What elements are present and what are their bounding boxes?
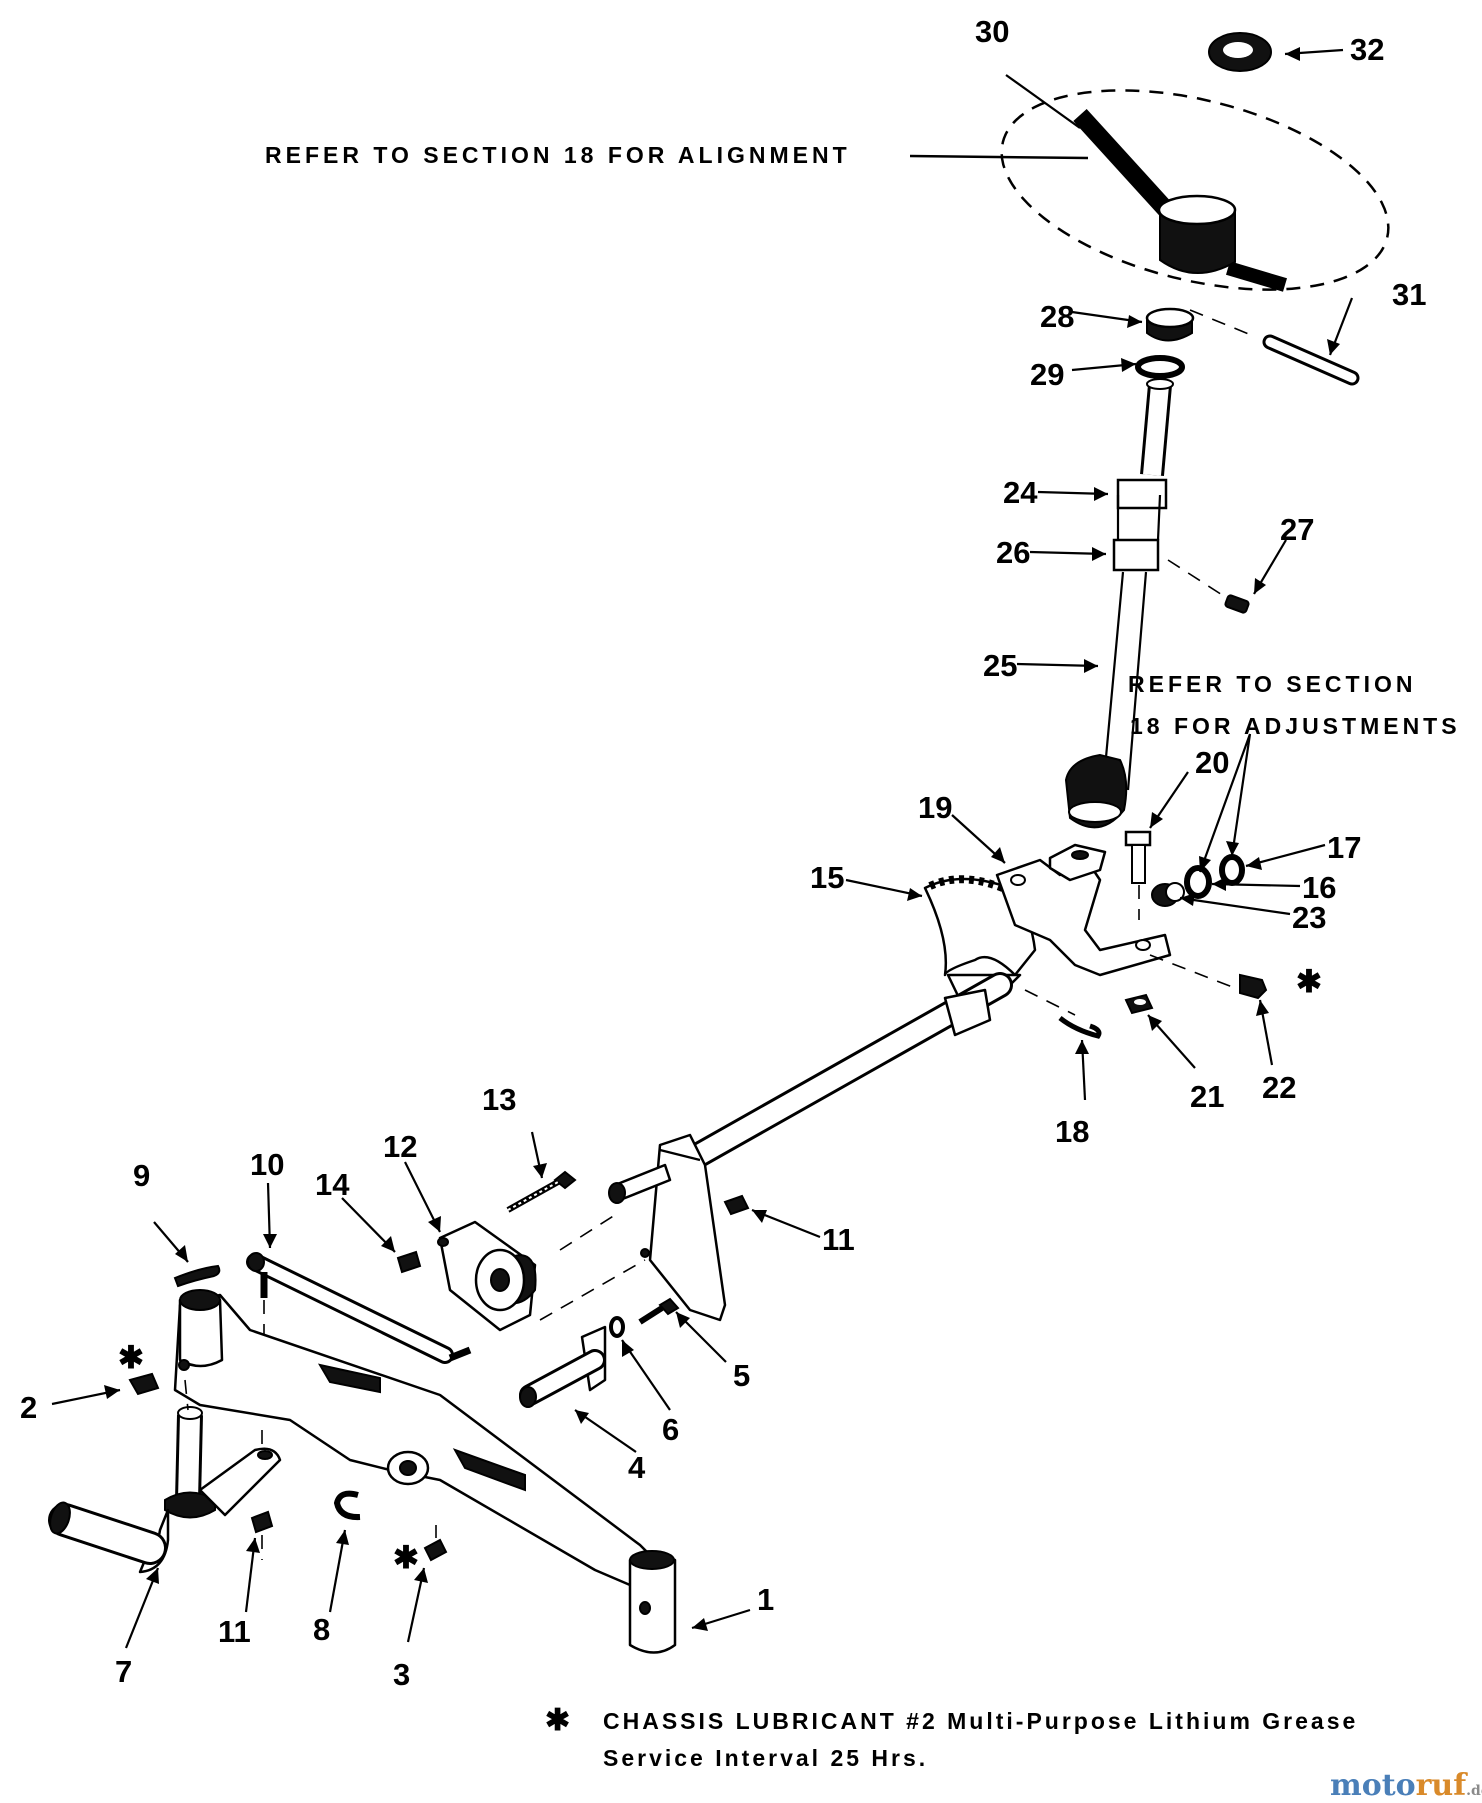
callout-6: 6 (662, 1412, 679, 1447)
drag-link (677, 972, 1076, 1173)
steering-bracket (995, 843, 1172, 977)
footnote-line2-text: Service Interval 25 Hrs. (603, 1745, 929, 1771)
alignment-note: REFER TO SECTION 18 FOR ALIGNMENT (265, 142, 851, 168)
callout-17: 17 (1327, 830, 1361, 865)
callout-10: 10 (250, 1147, 284, 1182)
bolt-20 (1124, 830, 1152, 920)
callout-16: 16 (1302, 870, 1336, 905)
tie-rod (246, 1252, 472, 1364)
adjustment-note-line2: 18 FOR ADJUSTMENTS (1130, 713, 1461, 739)
washer-16 (1184, 865, 1212, 899)
bolt-5 (638, 1297, 680, 1325)
footnote-grease-symbol: ✱ (545, 1704, 571, 1737)
cotter-pin-18 (1058, 1016, 1102, 1039)
washer (1135, 355, 1185, 379)
nut-21 (1124, 993, 1154, 1015)
callout-27: 27 (1280, 512, 1314, 547)
callout-24: 24 (1003, 475, 1038, 510)
callout-22: 22 (1262, 1070, 1296, 1105)
pin-4 (519, 1325, 607, 1408)
bolt-13 (506, 1170, 577, 1213)
cotter-pin-9 (173, 1264, 221, 1288)
callout-31: 31 (1392, 277, 1426, 312)
watermark-part1: moto (1330, 1768, 1416, 1803)
callout-23: 23 (1292, 900, 1326, 935)
callout-11-upper: 11 (822, 1222, 855, 1257)
watermark-part2: ruf (1415, 1768, 1467, 1803)
leader-lines (51, 47, 1354, 1649)
callout-14: 14 (315, 1167, 350, 1202)
grease-symbol-2: ✱ (118, 1340, 144, 1375)
spindle (48, 1379, 282, 1574)
callout-5: 5 (733, 1358, 750, 1393)
steering-shaft (1064, 378, 1231, 829)
callout-7: 7 (115, 1654, 132, 1689)
footnote-line1-text: CHASSIS LUBRICANT #2 Multi-Purpose Lithi… (603, 1708, 1359, 1734)
snap-ring (333, 1490, 361, 1521)
callout-4: 4 (628, 1450, 646, 1485)
callout-18: 18 (1055, 1114, 1089, 1149)
grease-fitting-2 (128, 1372, 160, 1396)
watermark-logo: motoruf.de (1330, 1768, 1482, 1803)
callout-20: 20 (1195, 745, 1229, 780)
nut-11-lower (250, 1510, 274, 1560)
grease-symbol-3: ✱ (393, 1540, 419, 1575)
roll-pin (1189, 309, 1360, 386)
grease-fitting-22 (1149, 954, 1268, 1000)
front-axle (173, 1289, 677, 1654)
callout-13: 13 (482, 1082, 516, 1117)
nut-11-upper (723, 1194, 750, 1216)
callout-19: 19 (918, 790, 952, 825)
callout-25: 25 (983, 648, 1017, 683)
horn-cap (1208, 32, 1272, 72)
callout-15: 15 (810, 860, 844, 895)
washer-6 (609, 1316, 625, 1338)
set-screw (1224, 594, 1250, 614)
grease-symbol-22: ✱ (1296, 964, 1322, 999)
callout-8: 8 (313, 1612, 330, 1647)
spacer-23 (1151, 882, 1185, 907)
callout-3: 3 (393, 1657, 410, 1692)
washer-17 (1219, 854, 1245, 886)
callout-12: 12 (383, 1129, 417, 1164)
grease-fitting-3 (423, 1525, 448, 1562)
pivot-plate (608, 1133, 727, 1322)
callout-30: 30 (975, 14, 1009, 49)
callout-26: 26 (996, 535, 1030, 570)
steering-wheel (999, 88, 1391, 292)
callout-2: 2 (20, 1390, 37, 1425)
adjustment-note-line1: REFER TO SECTION (1128, 671, 1417, 697)
callout-29: 29 (1030, 357, 1064, 392)
callout-11-lower: 11 (218, 1614, 251, 1649)
watermark-suffix: .de (1466, 1783, 1482, 1799)
callout-32: 32 (1350, 32, 1384, 67)
callout-28: 28 (1040, 299, 1074, 334)
callout-21: 21 (1190, 1079, 1224, 1114)
bushing (1145, 307, 1195, 342)
nut-14 (396, 1250, 422, 1274)
flange-bearing (437, 1214, 646, 1332)
callout-9: 9 (133, 1158, 150, 1193)
callout-1: 1 (757, 1582, 774, 1617)
